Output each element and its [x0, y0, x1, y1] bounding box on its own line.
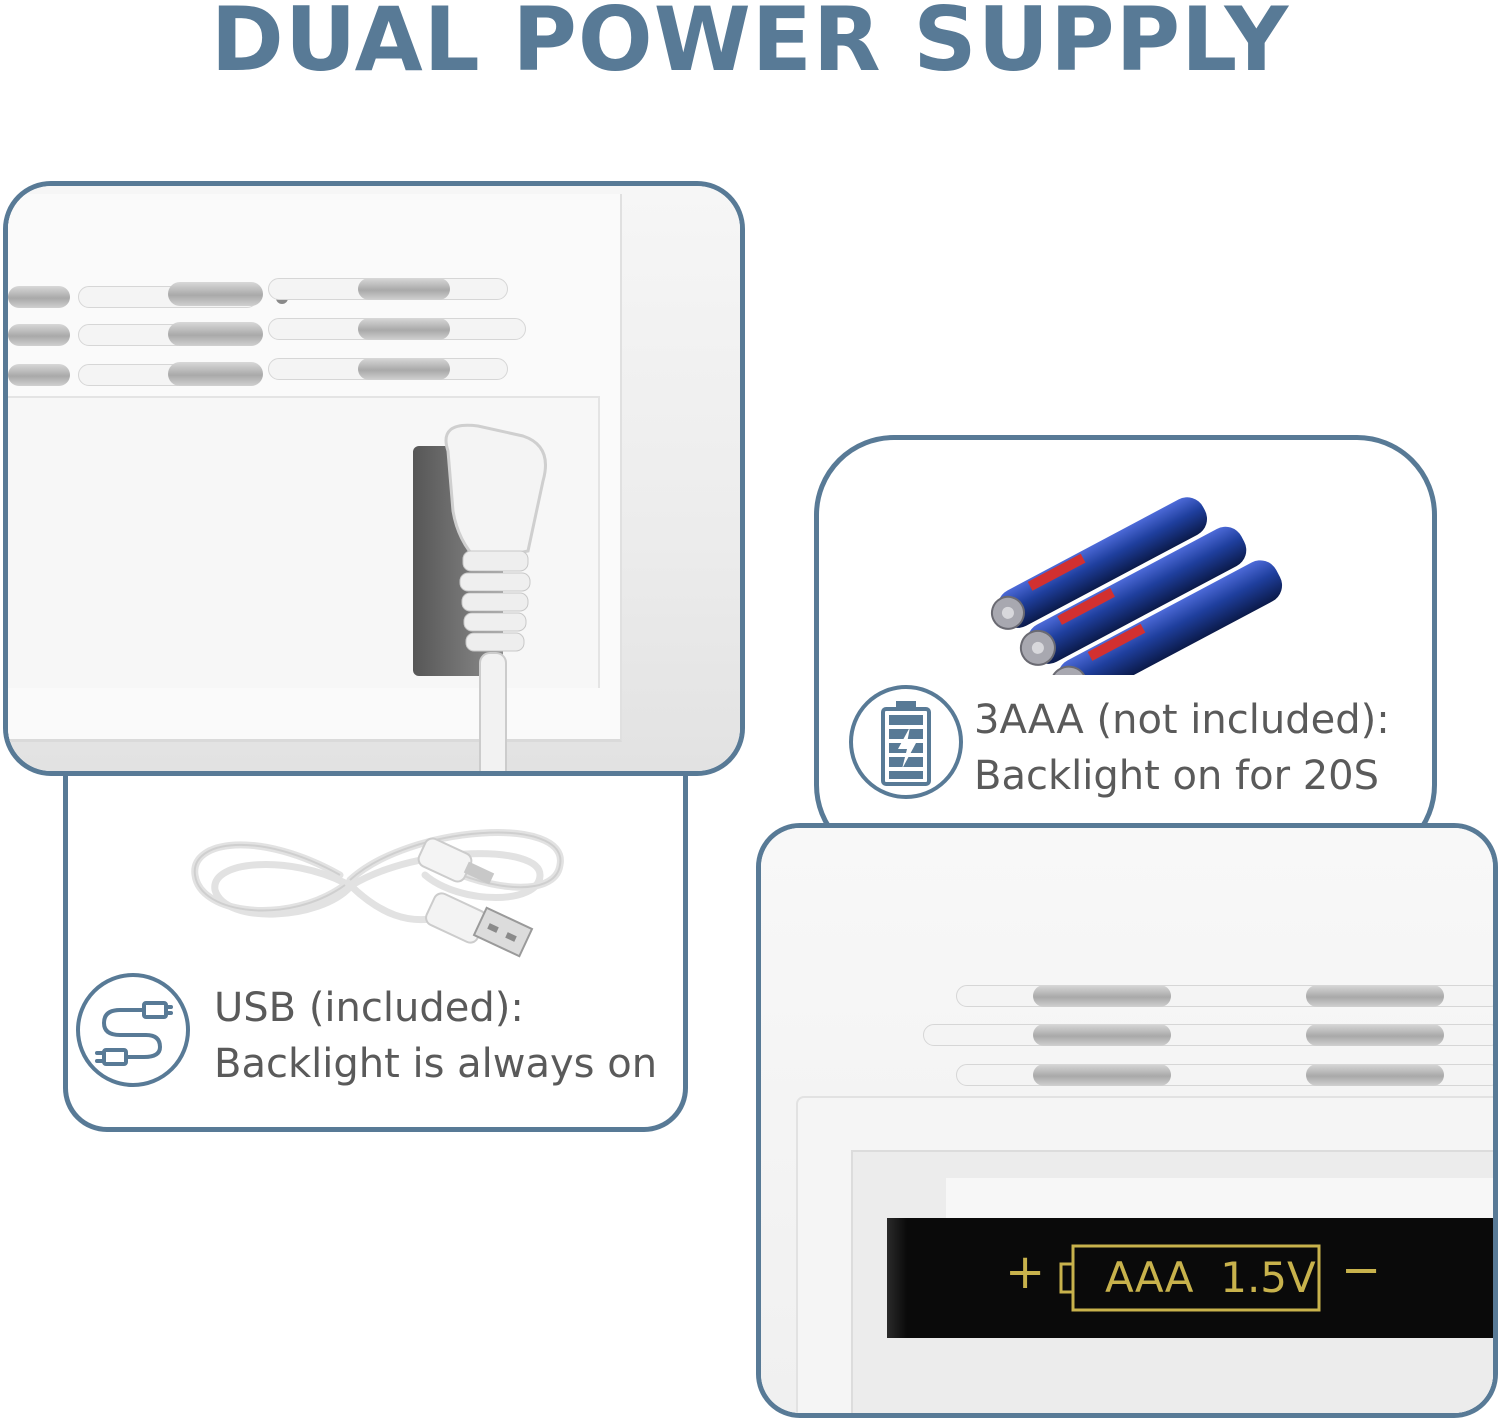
dc-plug-image [444, 423, 547, 771]
negative-terminal-symbol: − [1341, 1242, 1382, 1298]
battery-compartment-label: + AAA 1.5V − [887, 1218, 1493, 1338]
usb-caption-line1: USB (included): [214, 985, 524, 1031]
usb-cable-image [191, 829, 564, 958]
battery-type-label: AAA 1.5V [1105, 1253, 1316, 1302]
battery-caption-line2: Backlight on for 20S [974, 753, 1380, 799]
usb-port-photo-frame [3, 181, 745, 776]
usb-cable-icon [95, 1001, 173, 1066]
battery-compartment-photo-frame: + AAA 1.5V − [756, 823, 1498, 1418]
battery-caption-line1: 3AAA (not included): [974, 697, 1390, 743]
aaa-batteries-image [990, 497, 1283, 675]
page-title: DUAL POWER SUPPLY [210, 0, 1290, 91]
usb-icon-badge [76, 973, 190, 1087]
battery-icon-badge [849, 685, 963, 799]
usb-caption-line2: Backlight is always on [214, 1041, 658, 1087]
positive-terminal-symbol: + [1005, 1244, 1046, 1300]
battery-charging-icon [881, 701, 931, 786]
battery-outline-symbol [1059, 1244, 1321, 1312]
